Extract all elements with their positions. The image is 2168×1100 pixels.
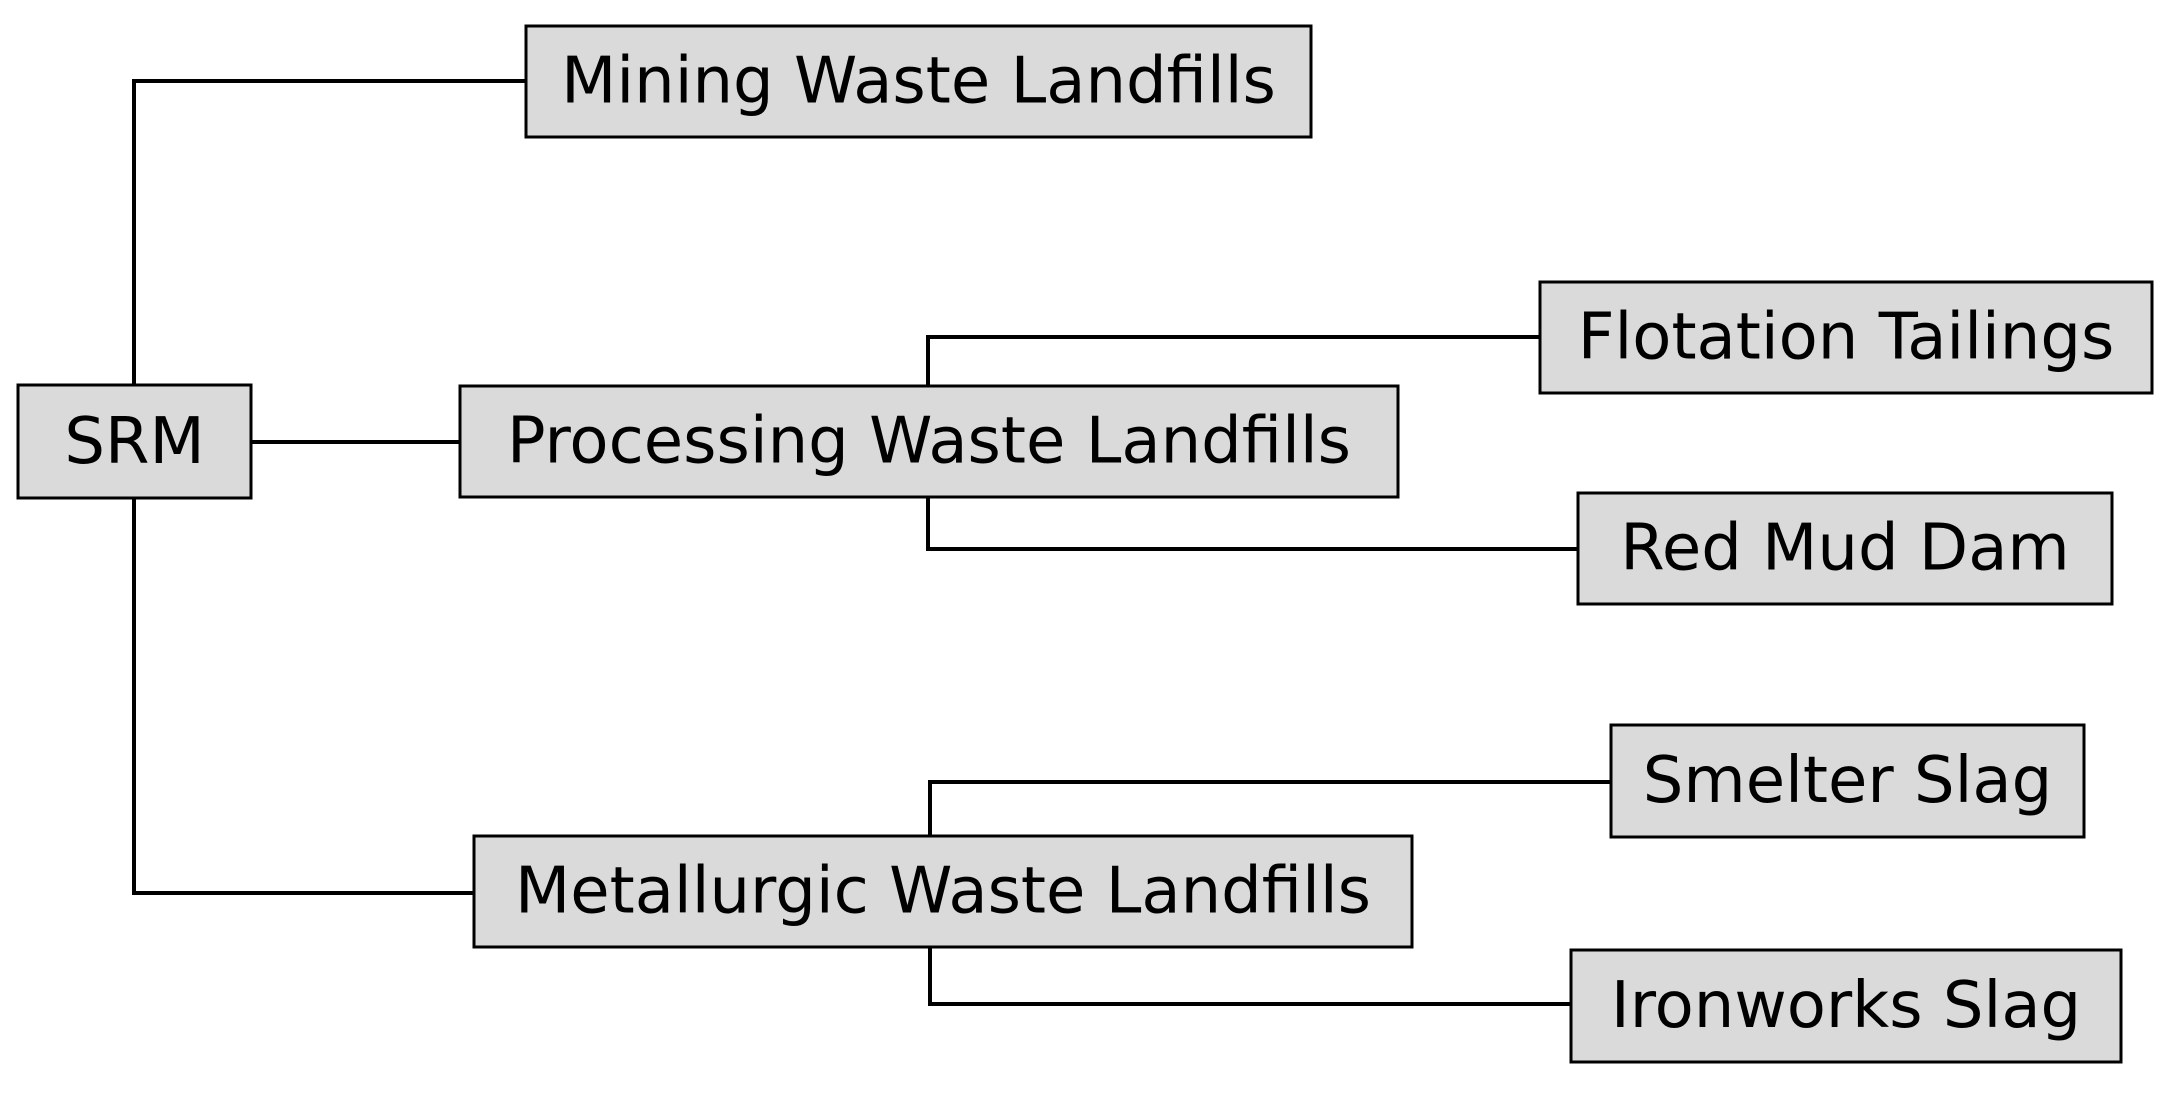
node-flotation-tailings: Flotation Tailings [1538,280,2154,395]
node-smelter-slag: Smelter Slag [1609,723,2086,839]
node-metallurgic-waste-landfills: Metallurgic Waste Landfills [472,834,1414,949]
node-processing-waste-landfills-label: Processing Waste Landfills [507,405,1351,479]
node-ironworks-slag-label: Ironworks Slag [1611,969,2081,1043]
node-mining-waste-landfills: Mining Waste Landfills [524,24,1313,139]
node-ironworks-slag: Ironworks Slag [1569,948,2123,1064]
node-red-mud-dam: Red Mud Dam [1576,491,2114,606]
connector-srm-metallurgic [132,497,476,895]
connector-processing-redmud [926,495,1580,551]
connector-processing-flotation [926,335,1542,388]
node-mining-waste-landfills-label: Mining Waste Landfills [561,45,1276,119]
node-metallurgic-waste-landfills-label: Metallurgic Waste Landfills [515,855,1371,929]
node-red-mud-dam-label: Red Mud Dam [1620,512,2070,586]
connector-metallurgic-smelter [928,780,1613,838]
node-processing-waste-landfills: Processing Waste Landfills [458,384,1400,499]
node-flotation-tailings-label: Flotation Tailings [1578,301,2115,375]
node-smelter-slag-label: Smelter Slag [1643,744,2053,818]
connector-metallurgic-ironworks [928,945,1573,1006]
node-srm-label: SRM [64,405,204,479]
node-srm: SRM [16,383,253,500]
connector-srm-mining [132,79,528,385]
